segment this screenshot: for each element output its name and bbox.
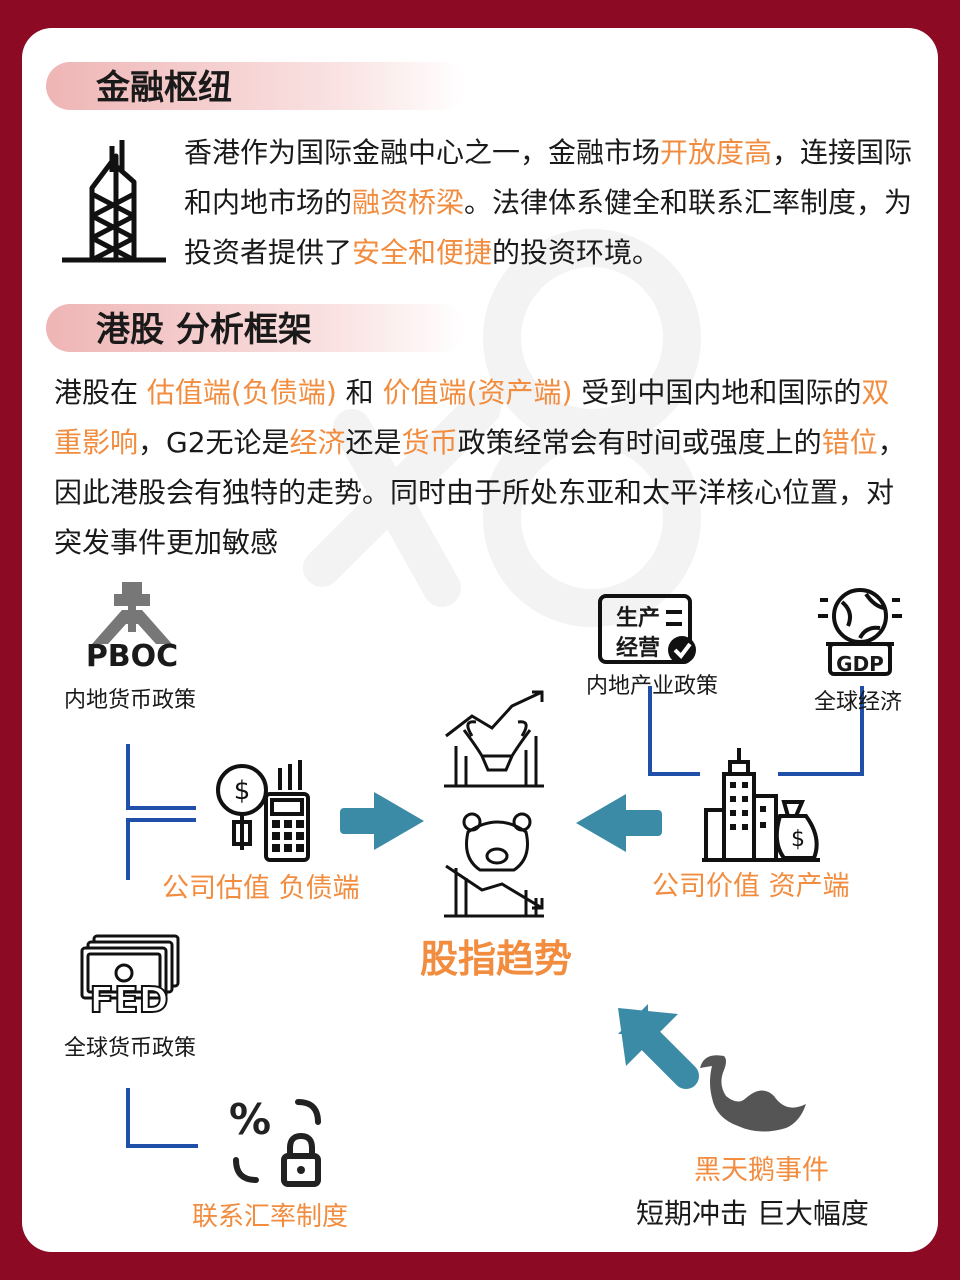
swan-label: 黑天鹅事件 — [694, 1155, 829, 1186]
text-run: 还是 — [345, 426, 402, 459]
text-run: 。法律体系健全和联系汇率制度，为投资者提供了 — [184, 186, 913, 269]
pboc-icon-text: PBOC — [85, 639, 179, 674]
heading-highlight — [46, 62, 466, 110]
highlight-text: 错位 — [821, 426, 878, 459]
heading-highlight — [46, 304, 466, 352]
text-run: 香港作为国际金融中心之一，金融市场 — [184, 136, 661, 169]
highlight-text: 双重影响 — [54, 376, 890, 459]
bull-chart-icon — [444, 690, 544, 788]
arrow-left — [576, 794, 662, 852]
pboc-building-icon — [92, 582, 172, 644]
svg-text:$: $ — [234, 776, 251, 806]
gdp-label: 全球经济 — [813, 690, 902, 715]
watermark-logo — [303, 229, 701, 627]
buildings-moneybag-icon: $ — [702, 748, 820, 862]
industry-icon-text-2: 经营 — [615, 636, 660, 661]
svg-text:$: $ — [791, 827, 805, 852]
industry-icon-text-1: 生产 — [615, 606, 660, 631]
highlight-text: 融资桥梁 — [352, 186, 465, 219]
text-run: ，连接国际和内地市场的 — [184, 136, 913, 219]
text-run: 港股在 — [54, 376, 147, 409]
text-run: 政策经常会有时间或强度上的 — [457, 426, 822, 459]
highlight-text: 价值端(资产端) — [382, 376, 573, 409]
asset-label: 公司价值 资产端 — [652, 871, 850, 902]
pboc-label: 内地货币政策 — [63, 688, 196, 713]
industry-label: 内地产业政策 — [585, 674, 718, 699]
arrow-up-left — [618, 1004, 699, 1089]
highlight-text: 安全和便捷 — [352, 236, 493, 269]
fed-label: 全球货币政策 — [63, 1036, 196, 1061]
hub-paragraph: 香港作为国际金融中心之一，金融市场开放度高，连接国际和内地市场的融资桥梁。法律体… — [184, 128, 924, 278]
globe-gdp-icon — [818, 588, 902, 676]
text-run: 受到中国内地和国际的 — [572, 376, 862, 409]
section-title-hub: 金融枢纽 — [96, 68, 232, 108]
gdp-icon-text: GDP — [836, 652, 884, 676]
svg-text:%: % — [229, 1095, 271, 1144]
diagram-connectors — [126, 686, 864, 1148]
percent-lock-icon: % — [229, 1095, 321, 1187]
highlight-text: 经济 — [289, 426, 346, 459]
fed-banknote-icon — [80, 934, 180, 1000]
highlight-text: 货币 — [401, 426, 458, 459]
arrow-right — [340, 792, 424, 850]
text-run: 和 — [336, 376, 383, 409]
center-label: 股指趋势 — [420, 937, 573, 981]
bank-tower-icon — [62, 140, 166, 263]
valuation-calculator-icon: $ — [216, 760, 310, 862]
bear-chart-icon — [444, 812, 544, 918]
highlight-text: 开放度高 — [660, 136, 773, 169]
highlight-text: 估值端(负债端) — [146, 376, 337, 409]
swan-sublabel: 短期冲击 巨大幅度 — [636, 1197, 869, 1230]
text-run: ，G2无论是 — [138, 426, 290, 459]
content-card: 金融枢纽 香港作为国际金融中心之一，金融市场开放度高，连接国际和内地市场的融资桥… — [22, 28, 938, 1252]
framework-paragraph: 港股在 估值端(负债端) 和 价值端(资产端) 受到中国内地和国际的双重影响，G… — [54, 368, 914, 568]
section-title-framework: 港股 分析框架 — [96, 310, 312, 350]
black-swan-icon — [700, 1055, 806, 1132]
valuation-label: 公司估值 负债端 — [162, 873, 360, 904]
text-run: 的投资环境。 — [492, 236, 661, 269]
peg-label: 联系汇率制度 — [192, 1202, 349, 1232]
certificate-icon — [598, 594, 696, 664]
fed-icon-text: FED — [88, 979, 169, 1022]
text-run: ，因此港股会有独特的走势。同时由于所处东亚和太平洋核心位置，对突发事件更加敏感 — [54, 426, 906, 559]
